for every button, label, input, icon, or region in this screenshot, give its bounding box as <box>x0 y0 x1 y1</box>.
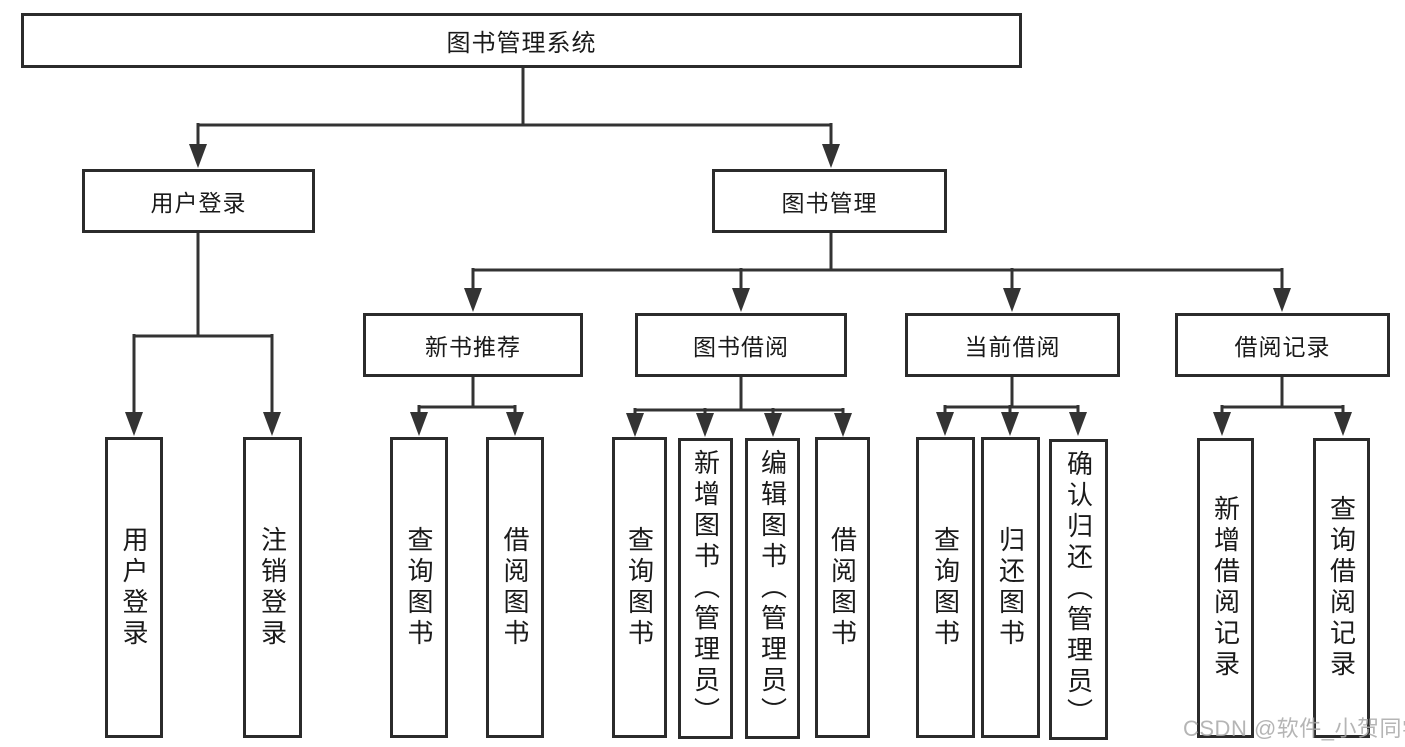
node-current-borrow: 当前借阅 <box>905 313 1120 377</box>
node-borrow-records: 借阅记录 <box>1175 313 1390 377</box>
node-user-login-branch: 用户登录 <box>82 169 315 233</box>
node-new-book-recommend: 新书推荐 <box>363 313 583 377</box>
leaf-return-books: 归还图书 <box>981 437 1040 738</box>
leaf-user-login: 用户登录 <box>105 437 163 738</box>
leaf-query-books-recommend: 查询图书 <box>390 437 448 738</box>
leaf-edit-books-admin: 编辑图书（管理员） <box>745 438 800 739</box>
leaf-add-borrow-record: 新增借阅记录 <box>1197 438 1254 738</box>
node-book-borrow: 图书借阅 <box>635 313 847 377</box>
node-book-management-branch: 图书管理 <box>712 169 947 233</box>
leaf-query-books-borrow: 查询图书 <box>612 437 667 738</box>
node-library-management-system: 图书管理系统 <box>21 13 1022 68</box>
csdn-watermark: CSDN @软件_小贺同学 <box>1183 716 1405 741</box>
leaf-logout: 注销登录 <box>243 437 302 738</box>
leaf-confirm-return-admin: 确认归还（管理员） <box>1049 439 1108 740</box>
leaf-add-books-admin: 新增图书（管理员） <box>678 438 733 739</box>
leaf-borrow-books: 借阅图书 <box>815 437 870 738</box>
leaf-query-books-current: 查询图书 <box>916 437 975 738</box>
leaf-query-borrow-record: 查询借阅记录 <box>1313 438 1370 738</box>
leaf-borrow-books-recommend: 借阅图书 <box>486 437 544 738</box>
